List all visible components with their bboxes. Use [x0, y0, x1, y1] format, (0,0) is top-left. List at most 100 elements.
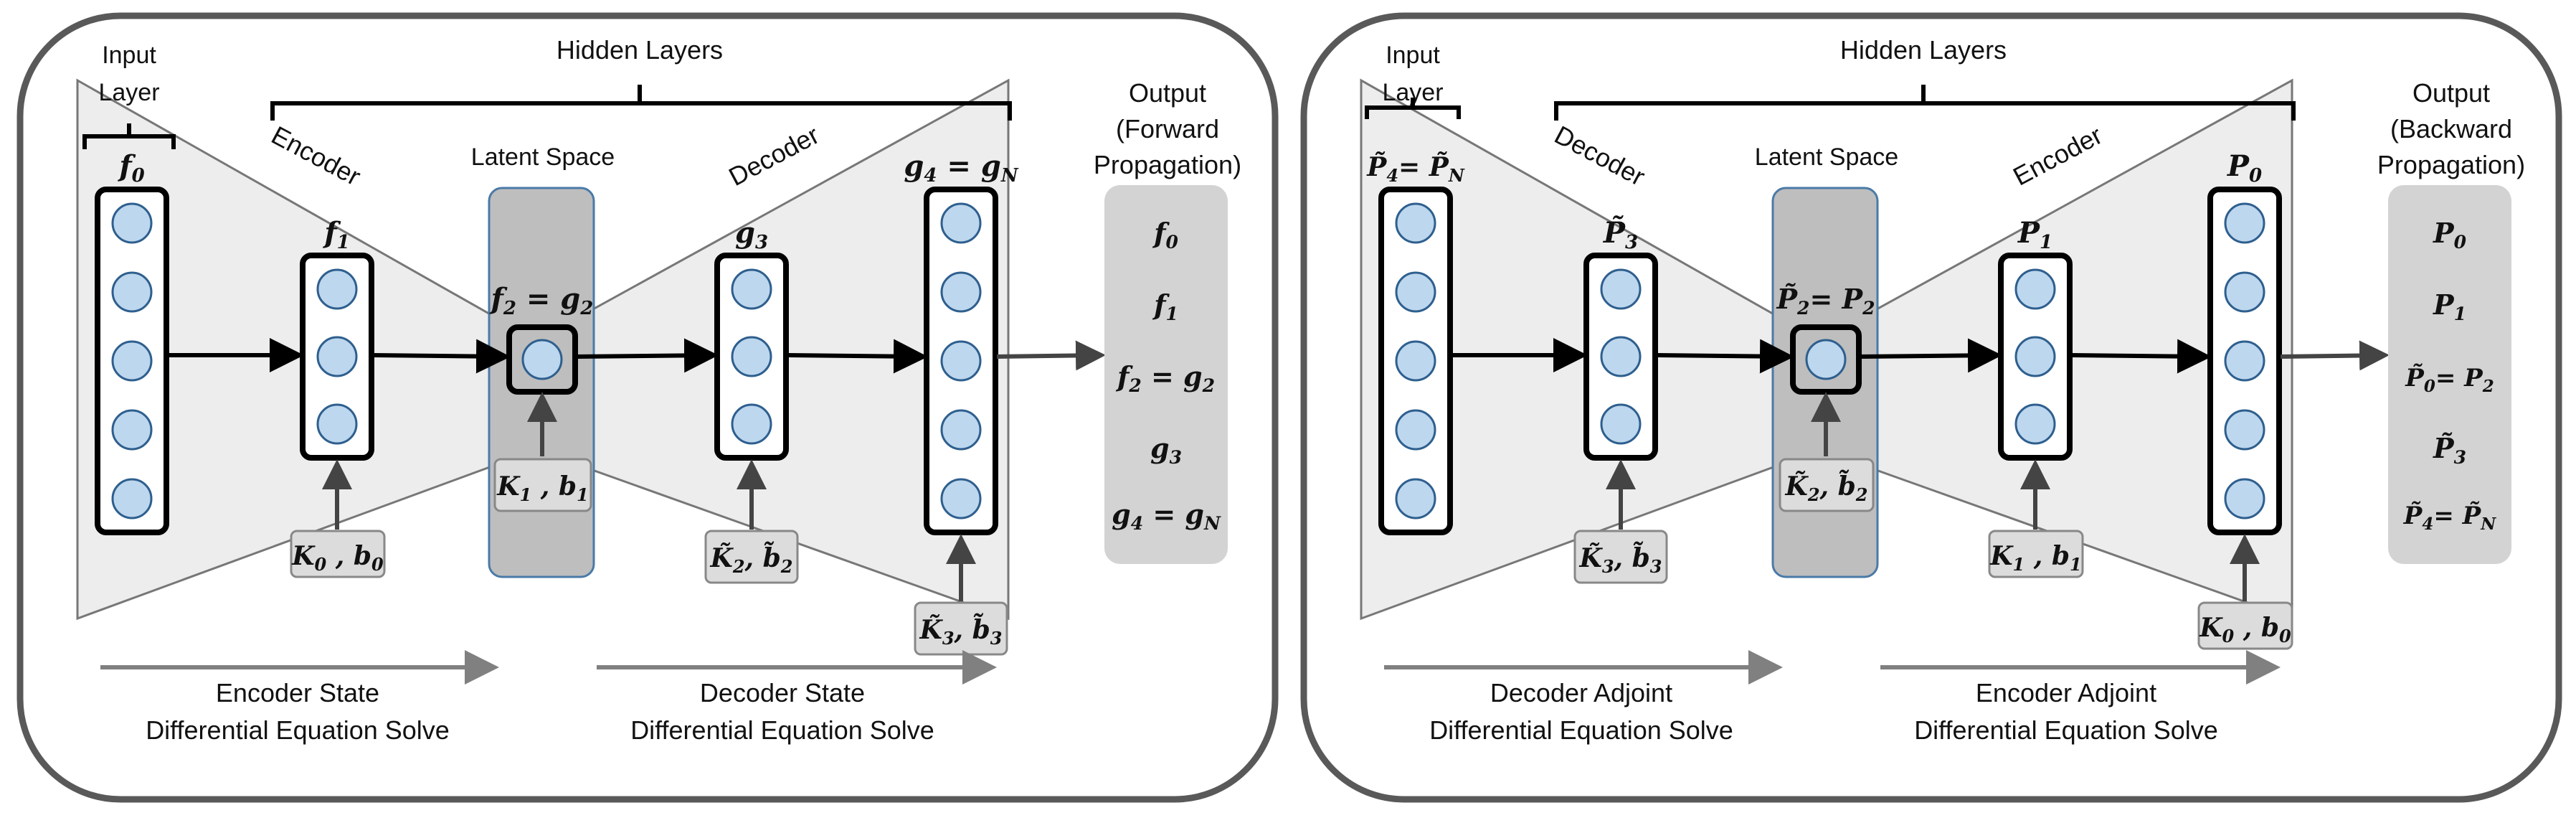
output-box: [2388, 185, 2511, 564]
output-title: Propagation): [1094, 150, 1241, 179]
neuron: [1395, 271, 1436, 313]
neuron: [731, 268, 772, 310]
layer-label: g4 = gN: [904, 149, 1018, 187]
param-label: K1 , b1: [496, 471, 588, 505]
param-arrows: [1606, 392, 2260, 601]
neuron: [2224, 202, 2265, 244]
output-title: (Forward: [1116, 114, 1219, 144]
input-layer-bracket: [1365, 98, 1461, 119]
backward-arrows: [1452, 338, 2390, 374]
param-label: K̃3, b̃3: [1579, 541, 1662, 577]
neuron: [940, 340, 982, 382]
solve-label: Encoder Adjoint: [1976, 678, 2156, 707]
param-label: K1 , b1: [1989, 541, 2081, 575]
param-box: [1988, 530, 2084, 578]
neuron: [940, 202, 982, 244]
neuron: [940, 478, 982, 520]
decoder-stage-label: Decoder: [724, 120, 823, 192]
neuron: [2224, 478, 2265, 520]
output-item: g3: [1150, 432, 1182, 468]
layer-label: P̃3: [1603, 216, 1638, 253]
solve-label: Encoder State: [216, 678, 379, 707]
param-label: K0 , b0: [2199, 613, 2291, 647]
neuron: [316, 403, 358, 445]
param-box: [914, 601, 1008, 656]
backward-panel: Latent Space Input Layer Hidden Layers D…: [1300, 12, 2562, 803]
neuron: [2014, 268, 2056, 310]
neuron: [731, 403, 772, 445]
param-label: K0 , b0: [291, 541, 384, 575]
neuron: [2014, 336, 2056, 377]
hidden-layers-bracket: [270, 85, 1012, 121]
neuron: [1395, 409, 1436, 451]
hidden-layers-label: Hidden Layers: [1840, 35, 2007, 65]
neuron: [521, 339, 563, 380]
decoder-stage-label: Decoder: [1550, 120, 1649, 192]
neuron: [940, 409, 982, 451]
input-layer-label-line1: Input: [102, 42, 156, 69]
neuron: [2014, 403, 2056, 445]
output-title: Output: [2412, 78, 2490, 108]
neuron: [731, 336, 772, 377]
neuron: [1600, 403, 1642, 445]
input-layer-label-line2: Layer: [98, 79, 159, 106]
neuron: [316, 336, 358, 377]
neuron: [2224, 340, 2265, 382]
panel-border: [1300, 12, 2562, 803]
layer-label: P̃4= P̃N: [1366, 152, 1465, 186]
output-item: P̃4= P̃N: [2403, 502, 2497, 534]
param-box: [1573, 530, 1668, 584]
encoder-stage-label: Encoder: [2008, 120, 2107, 191]
arrow: [1656, 339, 1794, 374]
input-layer-bracket: [82, 123, 176, 149]
param-label: K̃3, b̃3: [919, 613, 1003, 649]
solve-label: Decoder Adjoint: [1490, 678, 1672, 707]
output-box: [1104, 185, 1228, 564]
layer-label: P0: [2227, 149, 2262, 187]
neuron: [111, 409, 153, 451]
arrow: [576, 338, 719, 373]
output-item: f1: [1152, 288, 1178, 324]
forward-panel: Latent Space Input Layer Hidden Layers E…: [16, 12, 1279, 803]
hidden-layers-bracket: [1554, 85, 2296, 121]
solve-label: Decoder State: [700, 678, 865, 707]
solve-label: Differential Equation Solve: [1914, 715, 2218, 745]
arrow: [996, 340, 1106, 371]
solve-label: Differential Equation Solve: [630, 715, 934, 745]
param-box: [1779, 458, 1875, 512]
input-layer-label-line1: Input: [1386, 42, 1440, 69]
neuron: [940, 271, 982, 313]
output-item: P̃3: [2433, 432, 2466, 468]
neuron: [1600, 336, 1642, 377]
param-box: [290, 530, 386, 578]
neurons: [111, 202, 982, 520]
solve-label: Differential Equation Solve: [146, 715, 450, 745]
neuron: [111, 202, 153, 244]
output-item: g4 = gN: [1112, 498, 1221, 534]
neurons: [1395, 202, 2265, 520]
arrow: [2070, 339, 2212, 374]
layer-label: g3: [735, 216, 768, 253]
arrow: [787, 339, 928, 374]
latent-space-label: Latent Space: [1755, 144, 1898, 171]
neuron: [1600, 268, 1642, 310]
output-title: (Backward: [2390, 114, 2512, 144]
output-item: P1: [2433, 288, 2466, 324]
solve-label: Differential Equation Solve: [1429, 715, 1733, 745]
param-box: [493, 458, 592, 512]
output-item: P0: [2433, 217, 2467, 253]
param-label: K̃2, b̃2: [710, 541, 793, 577]
neuron: [2224, 271, 2265, 313]
neuron: [1395, 478, 1436, 520]
arrow: [1860, 338, 2002, 373]
neuron: [1395, 202, 1436, 244]
param-box: [704, 530, 799, 584]
hidden-layers-label: Hidden Layers: [557, 35, 723, 65]
forward-arrows: [168, 338, 1106, 374]
arrow: [2280, 340, 2390, 371]
param-label: K̃2, b̃2: [1785, 469, 1868, 505]
output-title: Output: [1129, 78, 1206, 108]
encoder-stage-label: Encoder: [267, 120, 366, 191]
neuron: [2224, 409, 2265, 451]
